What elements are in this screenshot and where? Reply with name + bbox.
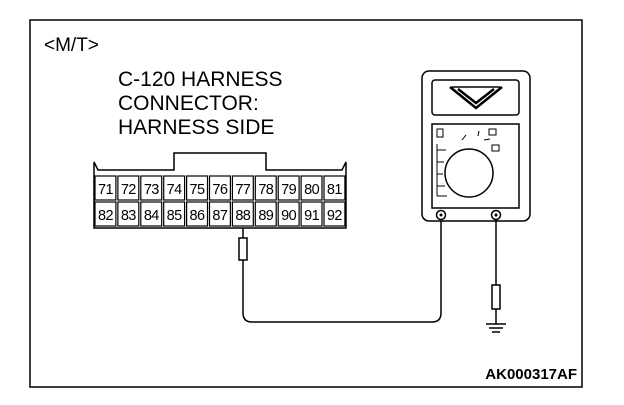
probe-lead-ground [491, 220, 501, 324]
probe-tip-ground [491, 284, 501, 310]
pin-cell-91 [300, 201, 323, 227]
pin-cell-78 [254, 175, 277, 201]
pin-row-bottom: 82 83 84 85 86 87 88 89 90 91 92 [94, 201, 346, 227]
figure-frame [29, 19, 583, 388]
pin-label-79: 79 [281, 182, 296, 198]
pin-cell-85 [163, 201, 186, 227]
connector-title-line-3: HARNESS SIDE [118, 116, 274, 139]
multimeter [421, 70, 531, 222]
pin-cell-80 [300, 175, 323, 201]
connector-title-line-1: C-120 HARNESS [118, 68, 283, 91]
pin-cell-89 [254, 201, 277, 227]
pin-row-top: 71 72 73 74 75 76 77 78 79 80 81 [94, 175, 346, 201]
pin-cell-81 [323, 175, 346, 201]
variant-label: <M/T> [44, 35, 99, 56]
pin-cell-82 [94, 201, 117, 227]
pin-cell-90 [277, 201, 300, 227]
pin-cell-84 [140, 201, 163, 227]
selector-dial [444, 148, 494, 198]
pin-label-85: 85 [167, 208, 182, 224]
mode-indicator-right-1 [488, 128, 497, 136]
pin-cell-88 [231, 201, 254, 227]
pin-cell-92 [323, 201, 346, 227]
pin-label-72: 72 [121, 182, 136, 198]
pin-label-71: 71 [98, 182, 113, 198]
pin-cell-86 [186, 201, 209, 227]
pin-label-75: 75 [190, 182, 205, 198]
harness-connector: 71 72 73 74 75 76 77 78 79 80 81 82 83 84 85 86 87 88 89 9… [93, 152, 347, 229]
probe-lead-positive [238, 216, 442, 323]
pin-label-89: 89 [258, 208, 273, 224]
pin-label-77: 77 [235, 182, 250, 198]
pin-label-82: 82 [98, 208, 113, 224]
pin-cell-76 [208, 175, 231, 201]
pin-label-87: 87 [212, 208, 227, 224]
pin-cell-73 [140, 175, 163, 201]
pin-label-88: 88 [235, 208, 250, 224]
range-scale [436, 130, 491, 197]
pin-label-73: 73 [144, 182, 159, 198]
pin-label-81: 81 [327, 182, 342, 198]
pin-cell-79 [277, 175, 300, 201]
pin-cell-74 [163, 175, 186, 201]
probe-tip-positive [238, 237, 248, 261]
mode-indicator-left [436, 128, 444, 138]
pin-label-76: 76 [212, 182, 227, 198]
pin-cell-83 [117, 201, 140, 227]
multimeter-display [431, 79, 520, 116]
pin-cell-87 [208, 201, 231, 227]
mode-indicator-right-2 [491, 144, 500, 152]
pin-cell-75 [186, 175, 209, 201]
ground-symbol [486, 323, 506, 333]
figure-code: AK000317AF [485, 366, 577, 383]
pin-cell-71 [94, 175, 117, 201]
connector-title-line-2: CONNECTOR: [118, 92, 259, 115]
connector-title: C-120 HARNESS CONNECTOR: HARNESS SIDE [118, 68, 283, 139]
pin-cell-72 [117, 175, 140, 201]
pin-label-86: 86 [190, 208, 205, 224]
pin-label-80: 80 [304, 182, 319, 198]
pin-cell-77 [231, 175, 254, 201]
pin-label-90: 90 [281, 208, 296, 224]
pin-label-91: 91 [304, 208, 319, 224]
voltage-symbol [449, 86, 503, 110]
pin-label-84: 84 [144, 208, 159, 224]
pin-label-92: 92 [327, 208, 342, 224]
pin-label-83: 83 [121, 208, 136, 224]
pin-label-78: 78 [258, 182, 273, 198]
pin-label-74: 74 [167, 182, 182, 198]
